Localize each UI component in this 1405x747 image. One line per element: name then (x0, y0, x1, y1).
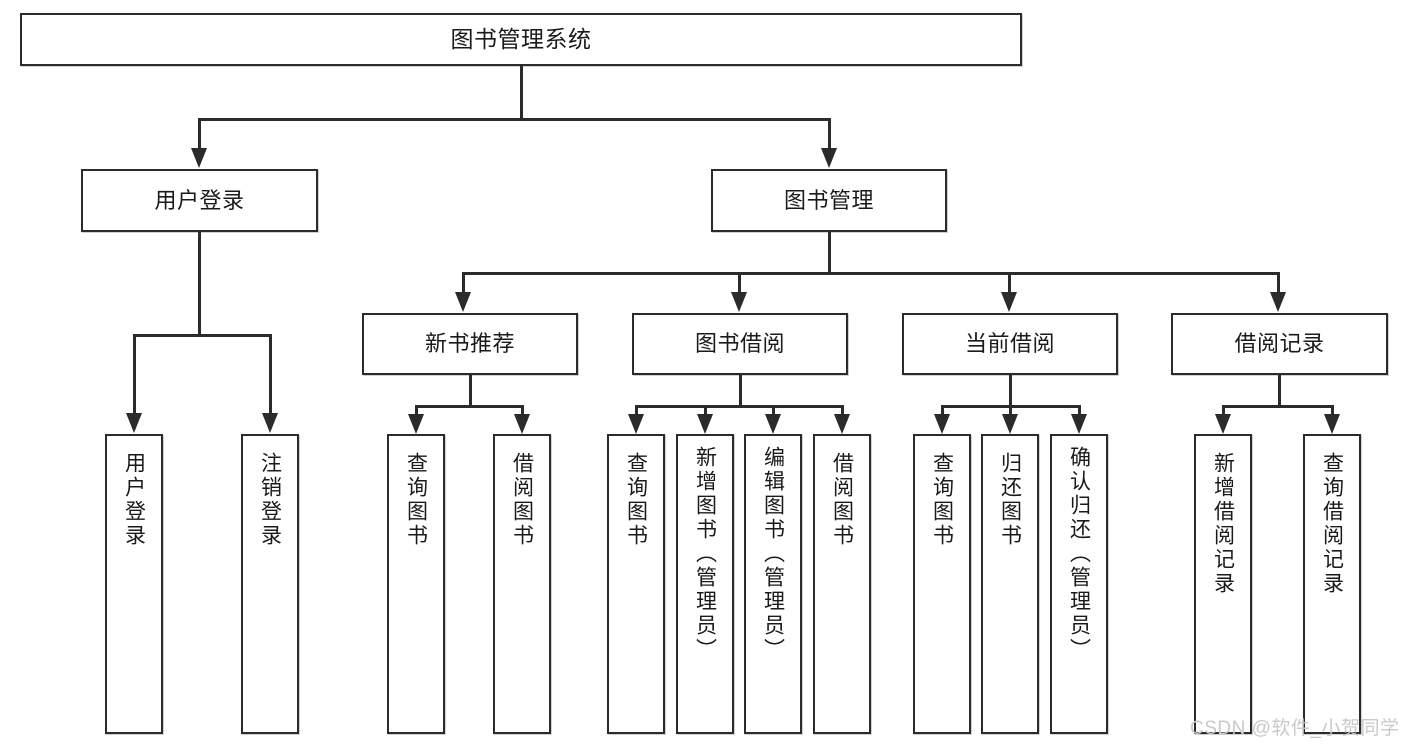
connector-drop-leaf-add-record (1222, 405, 1225, 415)
connector-level2-bus (198, 118, 831, 121)
node-borrow-record-label: 借阅记录 (1234, 331, 1325, 357)
connector-level3-bus (462, 272, 1279, 275)
arrow-to-leaf-borrow-book-2 (834, 414, 850, 434)
leaf-query-book-1-label: 查询图书 (404, 452, 428, 548)
arrow-to-leaf-user-logout (262, 413, 278, 433)
arrow-to-book-manage (821, 148, 837, 168)
arrow-to-leaf-edit-book (765, 414, 781, 434)
arrow-to-leaf-add-book (697, 414, 713, 434)
connector-new-book-recommend-bus (415, 405, 524, 408)
connector-drop-current-borrow (1008, 272, 1011, 293)
leaf-query-book-3-label: 查询图书 (930, 452, 954, 548)
connector-drop-leaf-confirm-return (1078, 405, 1081, 415)
leaf-borrow-book-2-label: 借阅图书 (830, 452, 854, 548)
leaf-add-book[interactable]: 新增图书（管理员） (676, 434, 734, 734)
connector-drop-leaf-borrow-book-2 (841, 405, 844, 415)
connector-drop-leaf-user-login (133, 334, 136, 414)
node-current-borrow-label: 当前借阅 (964, 331, 1055, 357)
leaf-return-book[interactable]: 归还图书 (981, 434, 1039, 734)
node-new-book-recommend-label: 新书推荐 (424, 331, 515, 357)
leaf-query-record-label: 查询借阅记录 (1320, 452, 1344, 596)
leaf-user-logout-label: 注销登录 (258, 452, 282, 548)
connector-borrow-record-stem (1278, 375, 1281, 407)
leaf-add-record[interactable]: 新增借阅记录 (1194, 434, 1252, 734)
node-book-manage-label: 图书管理 (783, 187, 874, 213)
arrow-to-current-borrow (1001, 292, 1017, 312)
connector-user-login-stem (198, 232, 201, 336)
connector-drop-borrow-record (1277, 272, 1280, 293)
leaf-borrow-book-1[interactable]: 借阅图书 (493, 434, 551, 734)
connector-drop-leaf-query-book-3 (941, 405, 944, 415)
connector-book-borrow-bus (635, 405, 843, 408)
leaf-add-book-label: 新增图书（管理员） (693, 446, 717, 662)
arrow-to-book-borrow (731, 292, 747, 312)
node-root[interactable]: 图书管理系统 (20, 13, 1022, 66)
node-user-login-label: 用户登录 (154, 187, 245, 213)
leaf-query-record[interactable]: 查询借阅记录 (1303, 434, 1361, 734)
connector-drop-leaf-add-book (704, 405, 707, 415)
connector-level2-drop-book-manage (828, 118, 831, 149)
connector-level2-drop-user-login (198, 118, 201, 149)
leaf-add-record-label: 新增借阅记录 (1211, 452, 1235, 596)
connector-drop-leaf-query-book-2 (635, 405, 638, 415)
connector-user-login-bus (133, 334, 271, 337)
connector-drop-leaf-return-book (1009, 405, 1012, 415)
node-user-login[interactable]: 用户登录 (81, 169, 318, 232)
connector-borrow-record-bus (1222, 405, 1334, 408)
leaf-edit-book[interactable]: 编辑图书（管理员） (744, 434, 802, 734)
csdn-watermark: CSDN @软件_小贺同学 (1190, 718, 1400, 739)
arrow-to-leaf-user-login (126, 413, 142, 433)
node-root-label: 图书管理系统 (450, 25, 592, 52)
arrow-to-leaf-add-record (1215, 414, 1231, 434)
leaf-user-login[interactable]: 用户登录 (105, 434, 163, 734)
connector-drop-leaf-query-record (1331, 405, 1334, 415)
node-book-manage[interactable]: 图书管理 (711, 169, 947, 232)
leaf-return-book-label: 归还图书 (998, 452, 1022, 548)
node-current-borrow[interactable]: 当前借阅 (902, 313, 1118, 375)
arrow-to-borrow-record (1270, 292, 1286, 312)
arrow-to-leaf-borrow-book-1 (514, 414, 530, 434)
arrow-to-leaf-return-book (1002, 414, 1018, 434)
leaf-confirm-return[interactable]: 确认归还（管理员） (1050, 434, 1108, 734)
node-book-borrow[interactable]: 图书借阅 (632, 313, 848, 375)
node-new-book-recommend[interactable]: 新书推荐 (362, 313, 578, 375)
leaf-edit-book-label: 编辑图书（管理员） (761, 446, 785, 662)
connector-drop-book-borrow (738, 272, 741, 293)
connector-drop-leaf-edit-book (772, 405, 775, 415)
leaf-user-logout[interactable]: 注销登录 (241, 434, 299, 734)
arrow-to-leaf-query-book-1 (408, 414, 424, 434)
connector-current-borrow-stem (1009, 375, 1012, 407)
arrow-to-leaf-query-book-3 (934, 414, 950, 434)
leaf-user-login-label: 用户登录 (122, 452, 146, 548)
connector-root-stem (520, 66, 523, 121)
leaf-query-book-3[interactable]: 查询图书 (913, 434, 971, 734)
leaf-borrow-book-2[interactable]: 借阅图书 (813, 434, 871, 734)
arrow-to-leaf-query-record (1324, 414, 1340, 434)
leaf-query-book-2[interactable]: 查询图书 (607, 434, 665, 734)
arrow-to-new-book-recommend (455, 292, 471, 312)
leaf-query-book-2-label: 查询图书 (624, 452, 648, 548)
arrow-to-leaf-query-book-2 (628, 414, 644, 434)
node-borrow-record[interactable]: 借阅记录 (1171, 313, 1388, 375)
connector-new-book-recommend-stem (469, 375, 472, 407)
connector-drop-leaf-borrow-book-1 (521, 405, 524, 415)
arrow-to-user-login (191, 148, 207, 168)
connector-book-borrow-stem (739, 375, 742, 407)
leaf-query-book-1[interactable]: 查询图书 (387, 434, 445, 734)
node-book-borrow-label: 图书借阅 (694, 331, 785, 357)
leaf-borrow-book-1-label: 借阅图书 (510, 452, 534, 548)
connector-drop-leaf-query-book-1 (415, 405, 418, 415)
connector-drop-new-book-recommend (462, 272, 465, 293)
leaf-confirm-return-label: 确认归还（管理员） (1067, 446, 1091, 662)
connector-drop-leaf-user-logout (269, 334, 272, 414)
arrow-to-leaf-confirm-return (1071, 414, 1087, 434)
connector-book-manage-stem (828, 232, 831, 275)
